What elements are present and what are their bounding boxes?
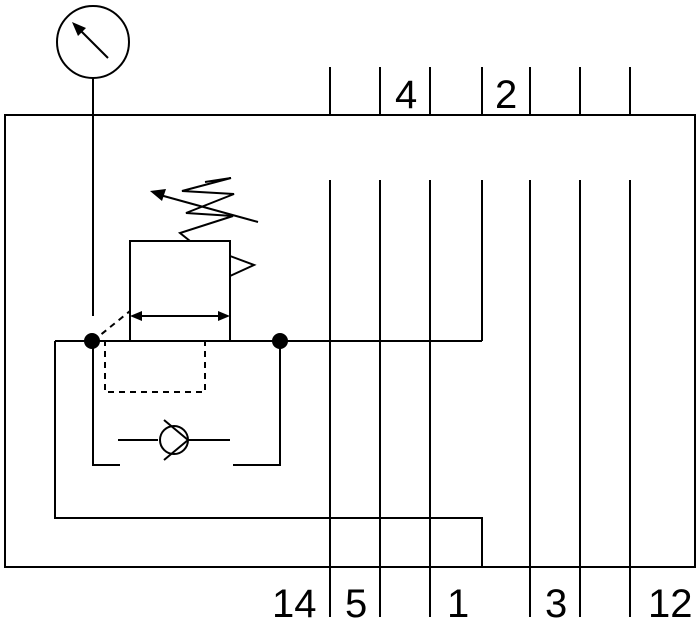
port-label-bottom-1: 1 bbox=[447, 582, 469, 622]
port-label-bottom-14: 14 bbox=[272, 582, 317, 622]
housing-outline bbox=[4, 114, 696, 568]
top-port-lines bbox=[329, 67, 631, 115]
port-label-bottom-3: 3 bbox=[545, 582, 567, 622]
port-label-top-2: 2 bbox=[495, 73, 517, 117]
internal-flow-lines bbox=[54, 180, 483, 567]
port-label-bottom-5: 5 bbox=[345, 582, 367, 622]
bottom-port-lines bbox=[329, 180, 631, 617]
pressure-gauge-icon bbox=[56, 5, 130, 79]
port-label-bottom-12: 12 bbox=[648, 582, 693, 622]
pressure-regulator-valve bbox=[92, 240, 257, 393]
port-label-top-4: 4 bbox=[395, 73, 417, 117]
check-valve-icon bbox=[118, 419, 230, 461]
adjustable-spring-icon bbox=[150, 177, 259, 242]
